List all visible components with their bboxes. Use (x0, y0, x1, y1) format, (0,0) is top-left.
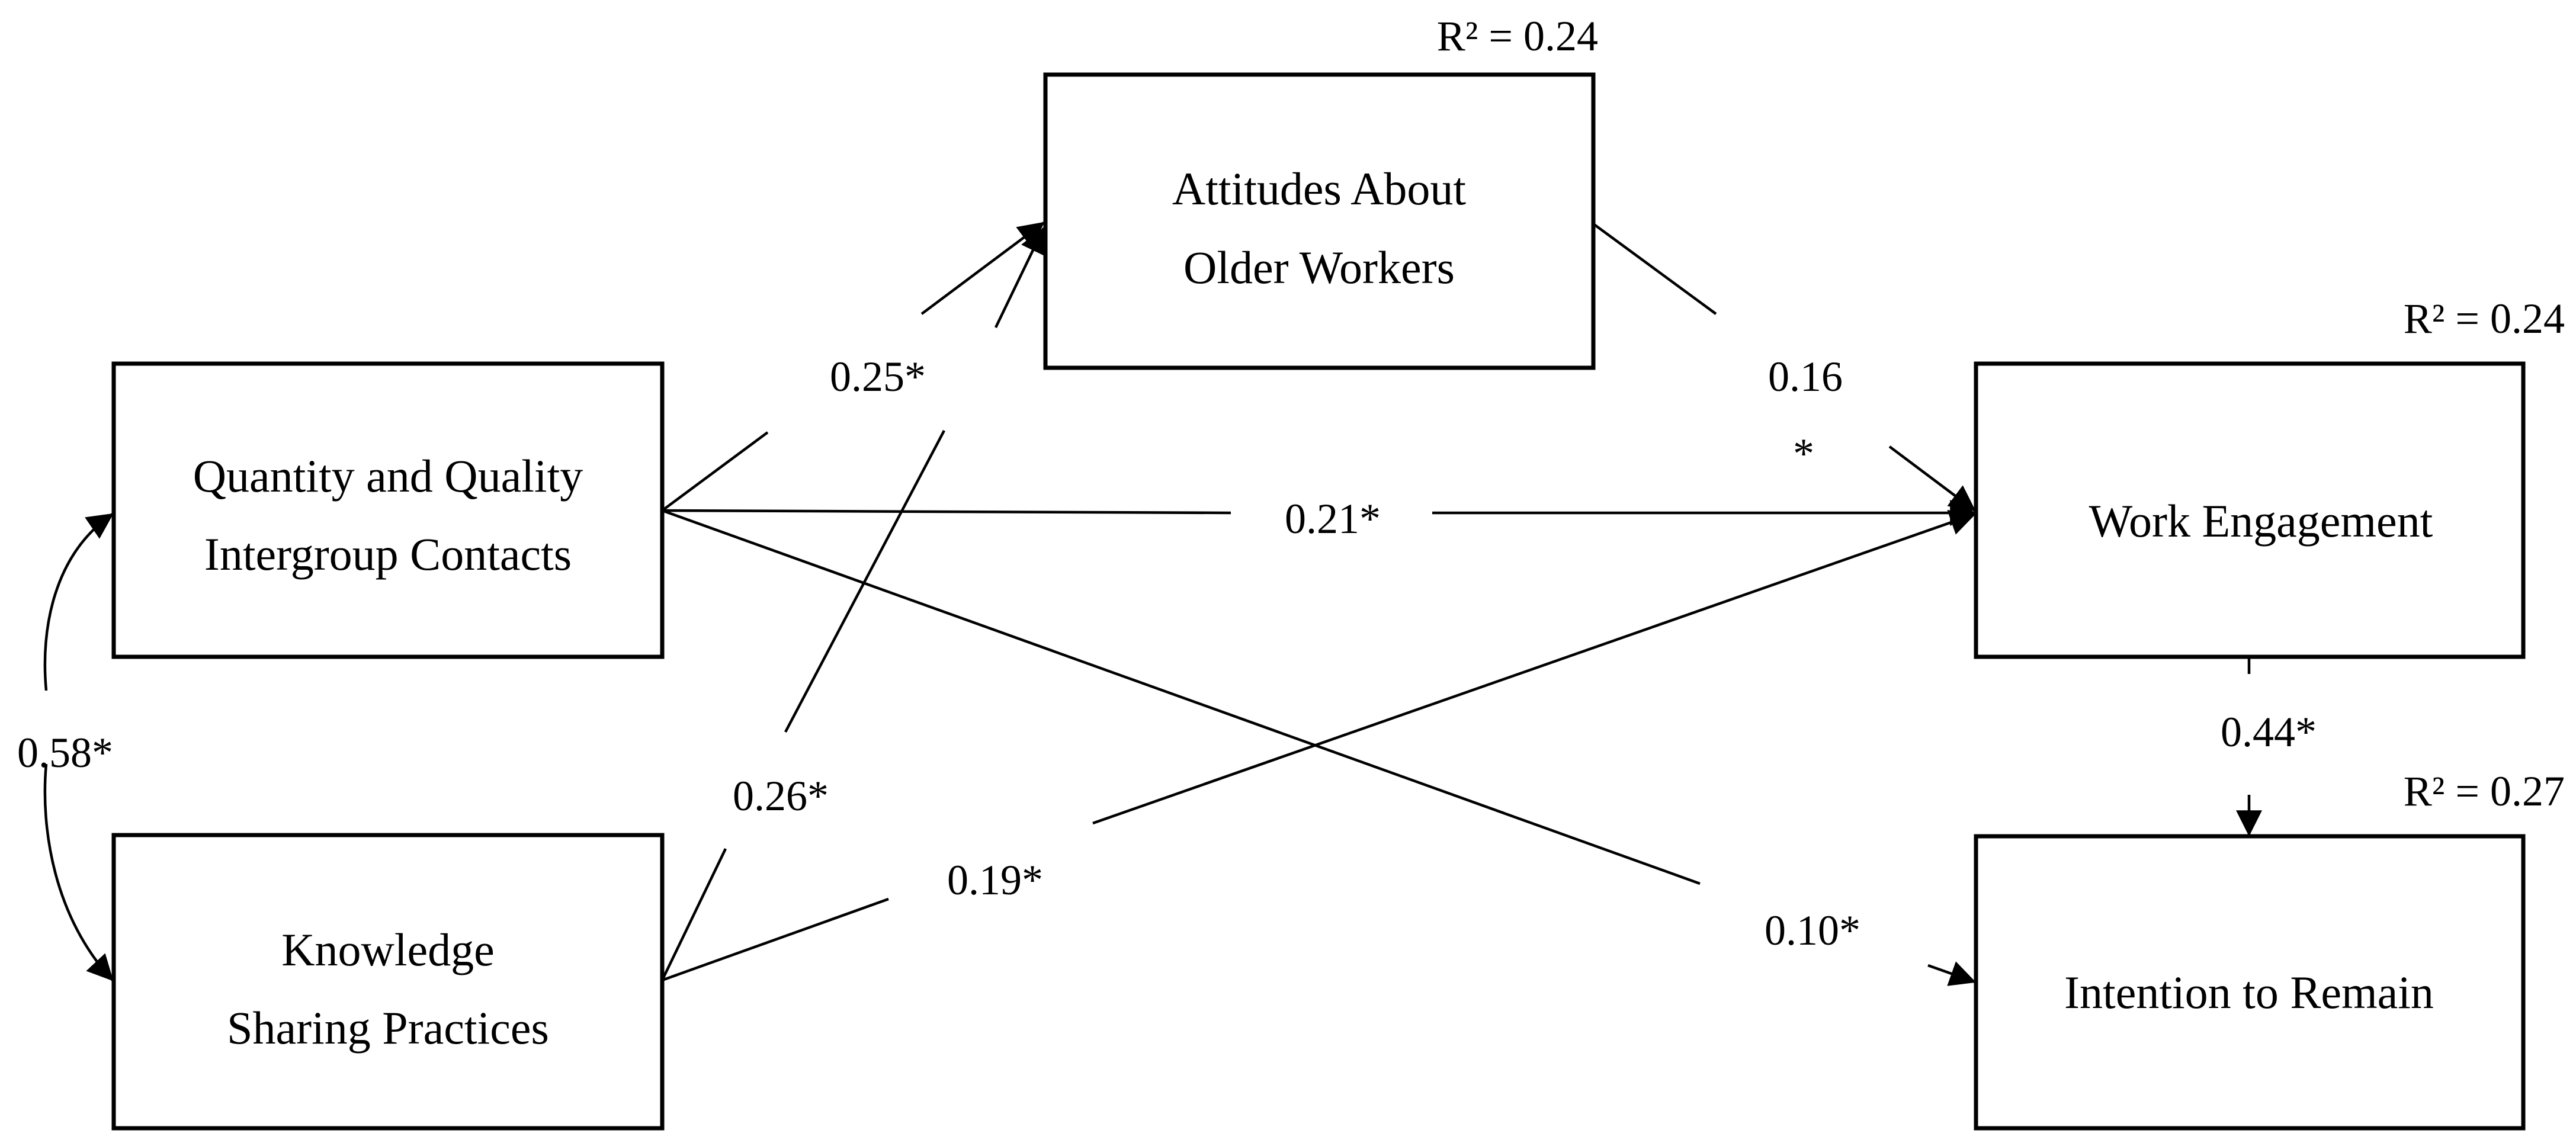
path-attitudes-to-engagement-lower (1888, 445, 1976, 512)
node-intention-label: Intention to Remain (2064, 967, 2434, 1018)
coef-contacts-to-intention: 0.10* (1765, 907, 1860, 954)
coef-contacts-knowledge-correlation: 0.58* (17, 729, 113, 776)
coef-attitudes-to-engagement-sig: * (1793, 430, 1814, 477)
r2-engagement: R² = 0.24 (2404, 295, 2565, 342)
node-contacts-line1: Quantity and Quality (193, 450, 583, 502)
correlation-contacts-knowledge-lower (43, 763, 114, 981)
node-knowledge-line2: Sharing Practices (227, 1002, 549, 1054)
path-knowledge-to-engagement-lower (662, 897, 889, 982)
coef-engagement-to-intention: 0.44* (2221, 708, 2317, 756)
node-knowledge-line1: Knowledge (281, 924, 495, 975)
r2-intention: R² = 0.27 (2404, 768, 2565, 815)
node-attitudes-line2: Older Workers (1183, 242, 1455, 293)
node-attitudes: Attitudes About Older Workers (1043, 72, 1596, 370)
coef-attitudes-to-engagement: 0.16 (1768, 353, 1843, 400)
path-contacts-to-attitudes-lower (661, 431, 769, 512)
path-knowledge-to-attitudes-lower (660, 848, 727, 981)
coef-knowledge-to-attitudes: 0.26* (733, 772, 829, 820)
path-contacts-to-intention-main (662, 509, 1701, 885)
node-contacts: Quantity and Quality Intergroup Contacts (111, 361, 665, 659)
node-intention: Intention to Remain (1974, 834, 2526, 1131)
path-knowledge-to-engagement-upper (1092, 510, 1977, 825)
coef-contacts-to-attitudes: 0.25* (830, 353, 926, 400)
path-contacts-to-intention-tip (1927, 961, 1977, 986)
node-engagement-label: Work Engagement (2089, 495, 2433, 547)
coef-contacts-to-engagement: 0.21* (1285, 495, 1381, 542)
path-knowledge-to-attitudes-upper (994, 227, 1045, 328)
node-knowledge: Knowledge Sharing Practices (111, 833, 665, 1131)
r2-attitudes: R² = 0.24 (1437, 12, 1598, 60)
node-engagement: Work Engagement (1974, 361, 2526, 659)
node-contacts-line2: Intergroup Contacts (204, 528, 572, 580)
path-attitudes-to-engagement-upper (1592, 223, 1717, 315)
correlation-contacts-knowledge-upper (43, 513, 114, 691)
path-contacts-to-engagement-left (662, 509, 1231, 515)
coef-knowledge-to-engagement: 0.19* (947, 856, 1043, 904)
node-attitudes-line1: Attitudes About (1172, 163, 1467, 214)
path-knowledge-to-attitudes-middle (784, 429, 945, 733)
